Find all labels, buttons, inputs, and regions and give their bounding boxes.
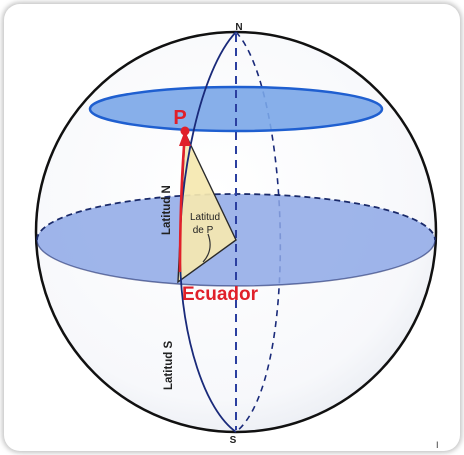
latitude-arrowhead	[179, 130, 191, 146]
point-p-marker	[180, 126, 190, 136]
latitude-south-label: Latitud S	[163, 340, 175, 390]
south-pole-label: S	[230, 435, 237, 446]
point-p-label: P	[173, 107, 186, 129]
diagram-card: N S P Ecuador Latitud de P Latitud N Lat…	[4, 4, 460, 451]
sphere-diagram: N S P Ecuador Latitud de P Latitud N Lat…	[34, 22, 439, 450]
corner-mark: I	[436, 440, 439, 450]
latitude-of-p-label-line2: de P	[193, 225, 214, 236]
north-pole-label: N	[235, 22, 242, 33]
equator-label: Ecuador	[182, 284, 259, 305]
latitude-north-label: Latitud N	[161, 185, 173, 235]
latitude-angle-arc	[202, 233, 211, 263]
latitude-of-p-label-line1: Latitud	[190, 212, 220, 223]
